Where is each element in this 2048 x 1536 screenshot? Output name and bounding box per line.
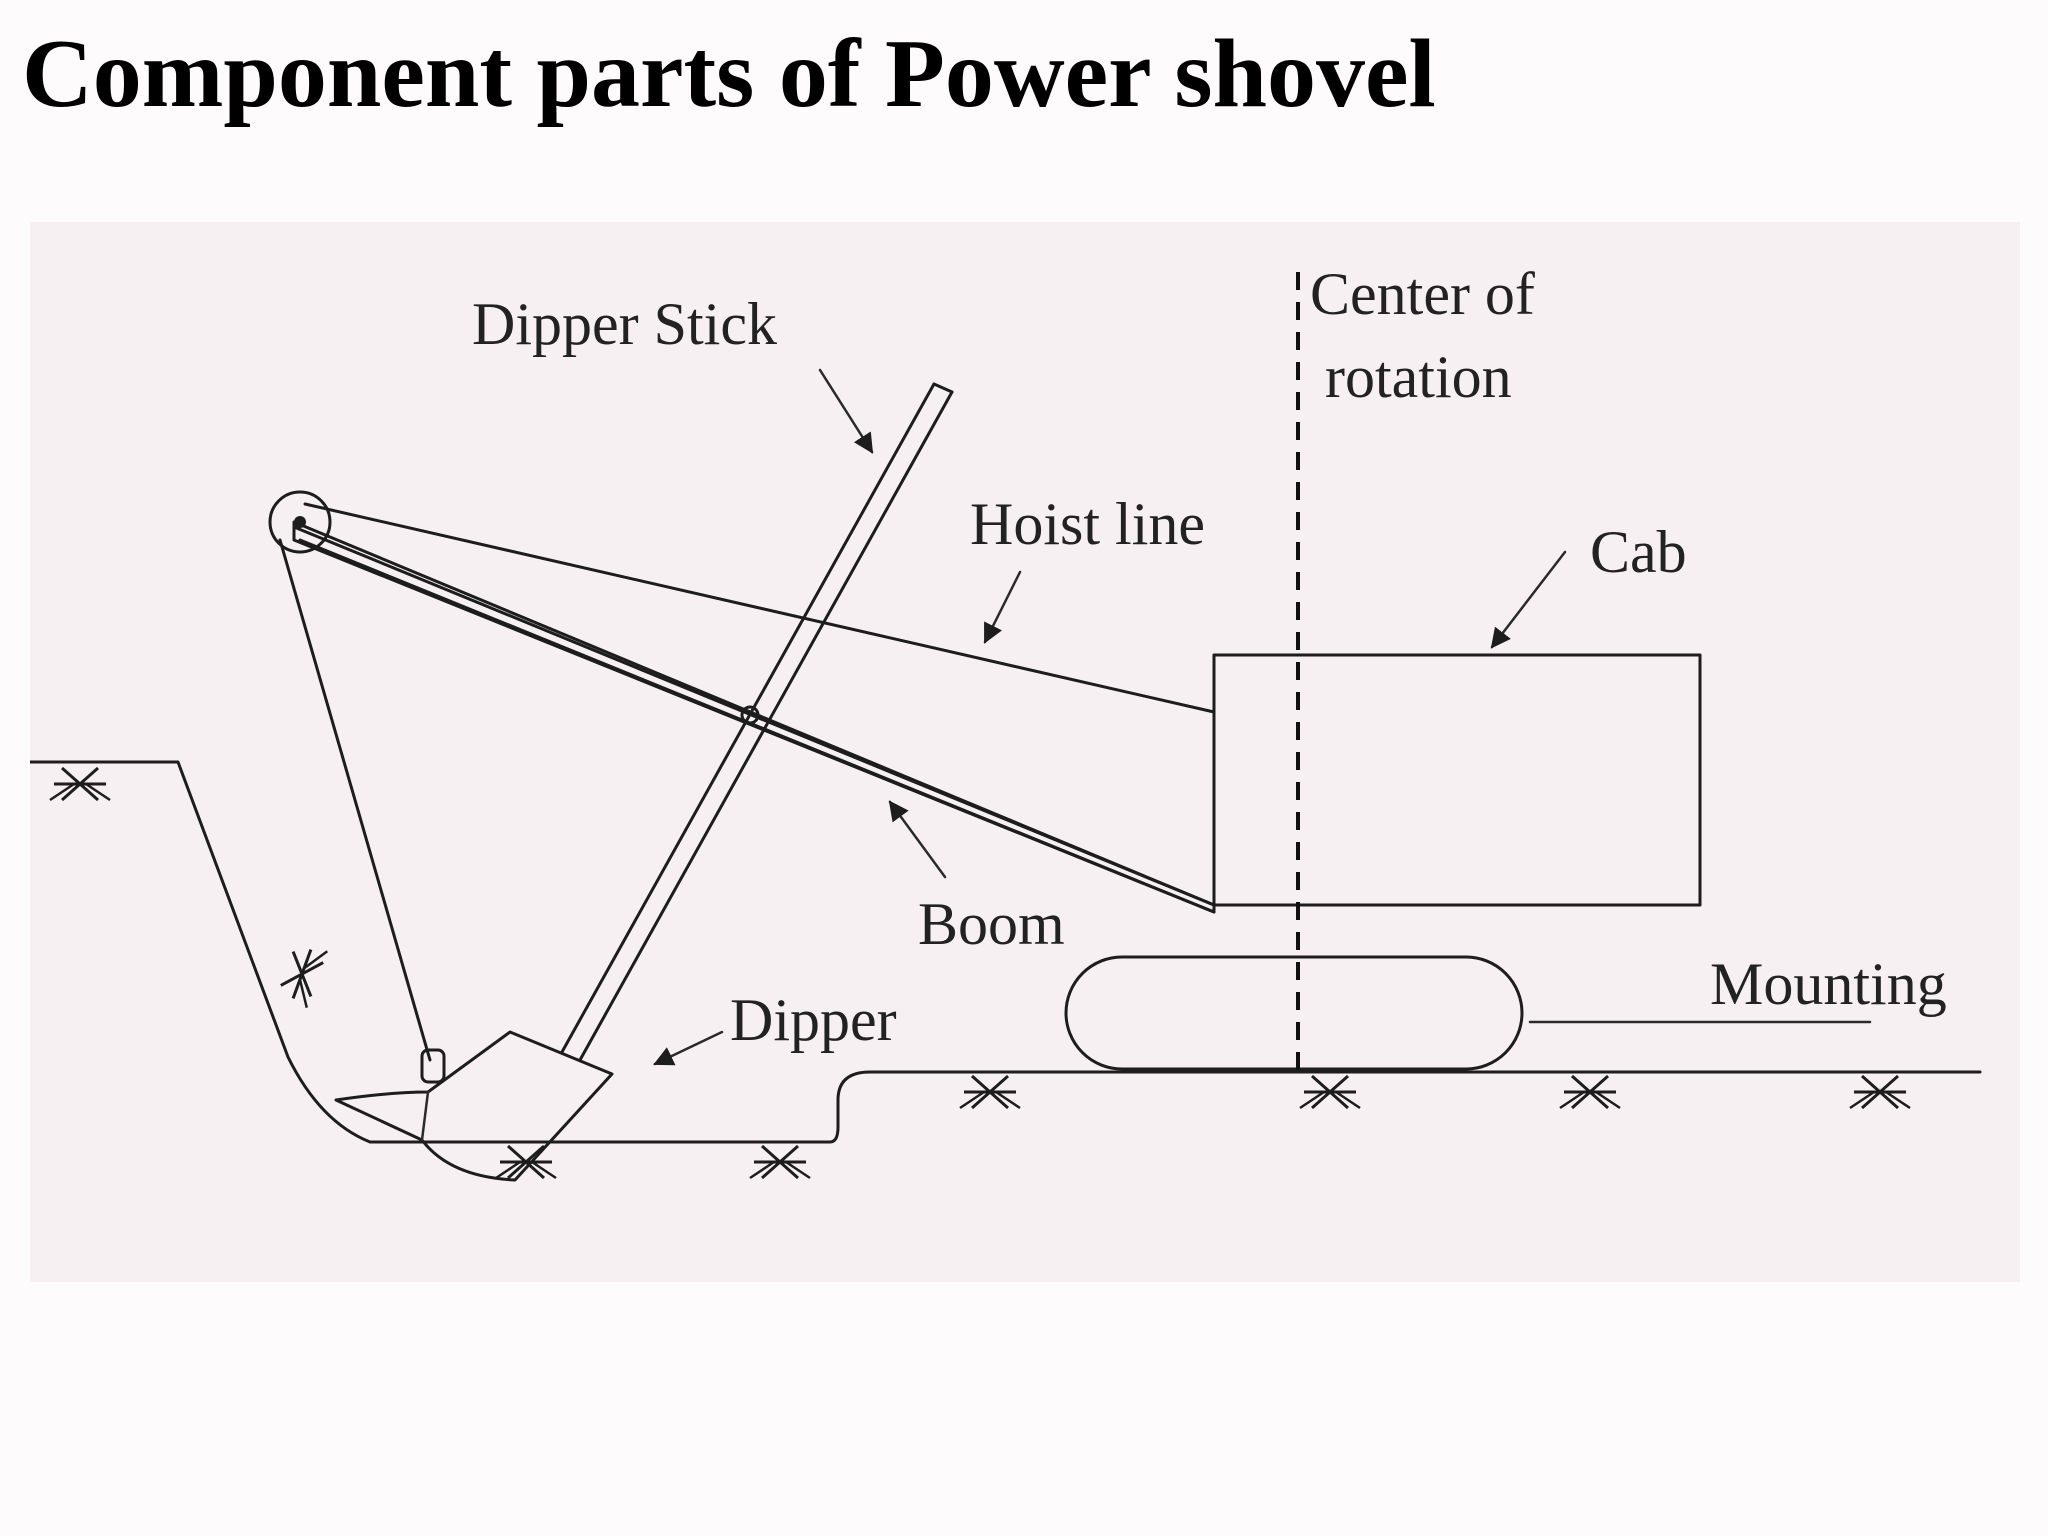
pulley-icon bbox=[268, 490, 332, 554]
arrow-icon bbox=[653, 368, 1567, 1066]
hoist-line-upper bbox=[303, 502, 1216, 714]
arrow-cab bbox=[1490, 550, 1567, 649]
label-hoist-line: Hoist line bbox=[970, 491, 1205, 557]
dipper-stick-edge-left bbox=[560, 382, 936, 1054]
label-cab: Cab bbox=[1590, 519, 1687, 585]
label-dipper-stick: Dipper Stick bbox=[472, 291, 777, 357]
shipper-shaft-pivot bbox=[740, 705, 760, 725]
arrow-hoist-line bbox=[983, 570, 1022, 644]
dipper-stick-top bbox=[932, 382, 954, 394]
boom-lower-edge bbox=[298, 538, 1216, 914]
label-dipper: Dipper bbox=[730, 987, 897, 1053]
power-shovel-diagram: Dipper Stick Center of rotation Hoist li… bbox=[30, 261, 1982, 1182]
hoist-line-down bbox=[278, 538, 432, 1062]
arrow-boom bbox=[888, 800, 947, 879]
dipper-stick-edge-right bbox=[578, 390, 954, 1062]
label-boom: Boom bbox=[918, 891, 1065, 957]
dipper-bucket bbox=[334, 1030, 614, 1182]
boom-upper-edge bbox=[292, 525, 1216, 907]
cab-body bbox=[1212, 653, 1702, 907]
arrow-dipper-stick bbox=[818, 368, 874, 454]
ground-profile bbox=[30, 760, 1982, 1144]
label-mounting: Mounting bbox=[1710, 951, 1947, 1017]
diagram-figure: Dipper Stick Center of rotation Hoist li… bbox=[30, 222, 2020, 1282]
page-title: Component parts of Power shovel bbox=[22, 20, 1436, 128]
label-center-of-rotation-1: Center of bbox=[1310, 261, 1535, 327]
pulley-hub bbox=[294, 516, 306, 528]
mounting-track bbox=[1064, 955, 1524, 1071]
dipper-hitch bbox=[420, 1048, 446, 1084]
dipper-lip bbox=[420, 1090, 430, 1142]
arrow-dipper bbox=[653, 1030, 724, 1066]
label-center-of-rotation-2: rotation bbox=[1325, 344, 1512, 410]
